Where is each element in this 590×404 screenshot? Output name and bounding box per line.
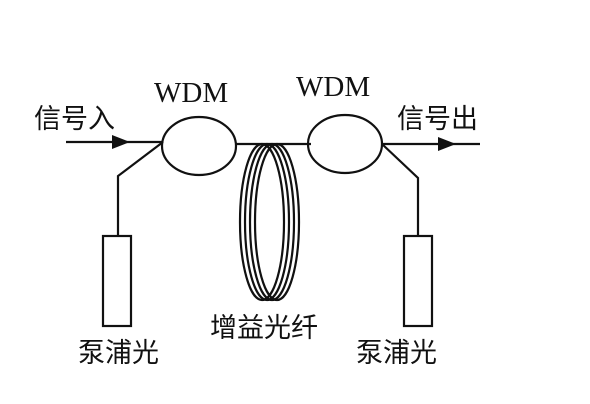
pump-right-source [402, 234, 434, 328]
pump-left-branch [116, 141, 164, 236]
gain-fiber-coil [238, 142, 301, 302]
pump-left-source [101, 234, 133, 328]
output-arrow-icon [438, 137, 456, 151]
signal-in-label: 信号入 [34, 104, 115, 135]
pump-left-label: 泵浦光 [78, 338, 159, 369]
wdm-right-label: WDM [296, 71, 370, 103]
wdm-left-coupler [160, 115, 238, 177]
pump-right-label: 泵浦光 [356, 338, 437, 369]
pump-right-branch [381, 143, 420, 236]
signal-out-label: 信号出 [397, 104, 478, 135]
gain-fiber-label: 增益光纤 [210, 313, 318, 344]
input-arrow-icon [112, 135, 130, 149]
wdm-right-coupler [306, 113, 384, 175]
wdm-left-label: WDM [154, 77, 228, 109]
